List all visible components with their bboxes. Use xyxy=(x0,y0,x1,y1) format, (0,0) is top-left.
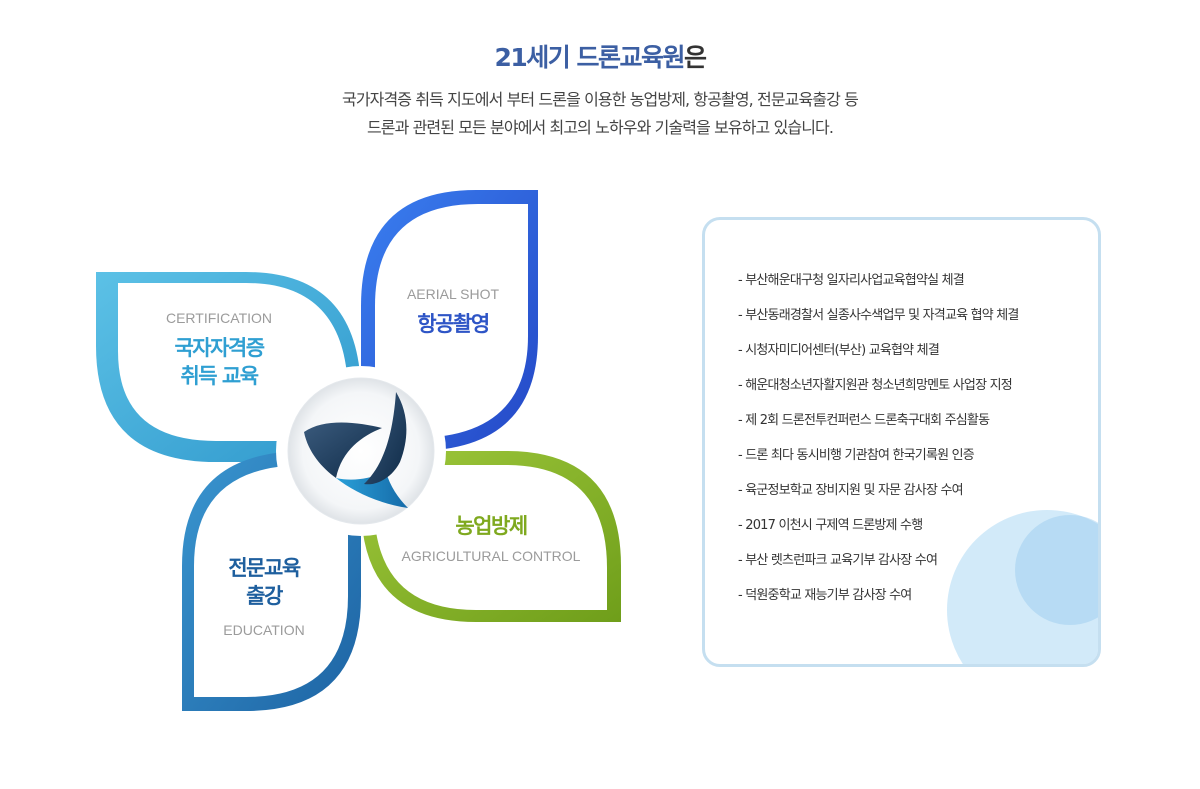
achievement-item: - 부산해운대구청 일자리사업교육협약실 체결 xyxy=(738,273,965,288)
title-suffix: 은 xyxy=(683,43,707,72)
services-diagram: CERTIFICATION 국자자격증 취득 교육 AERIAL SHOT 항공… xyxy=(96,186,626,716)
hub-circle xyxy=(287,377,435,525)
achievement-item: - 부산 렛츠런파크 교육기부 감사장 수여 xyxy=(738,553,938,568)
achievement-item: - 시청자미디어센터(부산) 교육협약 체결 xyxy=(738,343,940,358)
decorative-bubble xyxy=(1015,515,1098,625)
achievement-item: - 해운대청소년자활지원관 청소년희망멘토 사업장 지정 xyxy=(738,378,1013,393)
intro-description: 국가자격증 취득 지도에서 부터 드론을 이용한 농업방제, 항공촬영, 전문교… xyxy=(0,86,1200,142)
education-en-label: EDUCATION xyxy=(223,622,305,638)
petal-graphic xyxy=(96,190,621,711)
certification-ko-label: 국자자격증 취득 교육 xyxy=(134,334,304,390)
achievements-list: - 부산해운대구청 일자리사업교육협약실 체결 - 부산동래경찰서 실종사수색업… xyxy=(738,272,1019,622)
intro-header: 21세기 드론교육원은 국가자격증 취득 지도에서 부터 드론을 이용한 농업방… xyxy=(0,38,1200,142)
achievement-item: - 2017 이천시 구제역 드론방제 수행 xyxy=(738,518,923,533)
education-ko-line2: 출강 xyxy=(246,584,283,608)
service-education: 전문교육 출강 EDUCATION xyxy=(196,554,332,638)
certification-en-label: CERTIFICATION xyxy=(165,310,273,326)
achievement-item: - 부산동래경찰서 실종사수색업무 및 자격교육 협약 체결 xyxy=(738,308,1019,323)
certification-ko-line1: 국자자격증 xyxy=(174,336,265,360)
service-aerial: AERIAL SHOT 항공촬영 xyxy=(383,286,523,338)
certification-ko-line2: 취득 교육 xyxy=(180,364,259,388)
achievement-item: - 육군정보학교 장비지원 및 자문 감사장 수여 xyxy=(738,483,964,498)
education-ko-label: 전문교육 출강 xyxy=(196,554,332,610)
agricultural-ko-label: 농업방제 xyxy=(455,514,528,538)
service-agricultural: 농업방제 AGRICULTURAL CONTROL xyxy=(386,512,596,564)
intro-line-2: 드론과 관련된 모든 분야에서 최고의 노하우와 기술력을 보유하고 있습니다. xyxy=(366,118,834,137)
service-certification: CERTIFICATION 국자자격증 취득 교육 xyxy=(134,310,304,390)
achievements-panel: - 부산해운대구청 일자리사업교육협약실 체결 - 부산동래경찰서 실종사수색업… xyxy=(702,217,1101,667)
achievement-item: - 덕원중학교 재능기부 감사장 수여 xyxy=(738,588,912,603)
page-title: 21세기 드론교육원은 xyxy=(0,38,1200,74)
education-ko-line1: 전문교육 xyxy=(228,556,301,580)
title-highlight: 21세기 드론교육원 xyxy=(494,43,685,72)
logo-swoosh-icon xyxy=(304,392,408,508)
achievement-item: - 제 2회 드론전투컨퍼런스 드론축구대회 주심활동 xyxy=(738,413,990,428)
aerial-ko-label: 항공촬영 xyxy=(417,312,490,336)
achievement-item: - 드론 최다 동시비행 기관참여 한국기록원 인증 xyxy=(738,448,975,463)
agricultural-en-label: AGRICULTURAL CONTROL xyxy=(401,548,581,564)
intro-line-1: 국가자격증 취득 지도에서 부터 드론을 이용한 농업방제, 항공촬영, 전문교… xyxy=(342,90,859,109)
aerial-en-label: AERIAL SHOT xyxy=(406,286,500,302)
